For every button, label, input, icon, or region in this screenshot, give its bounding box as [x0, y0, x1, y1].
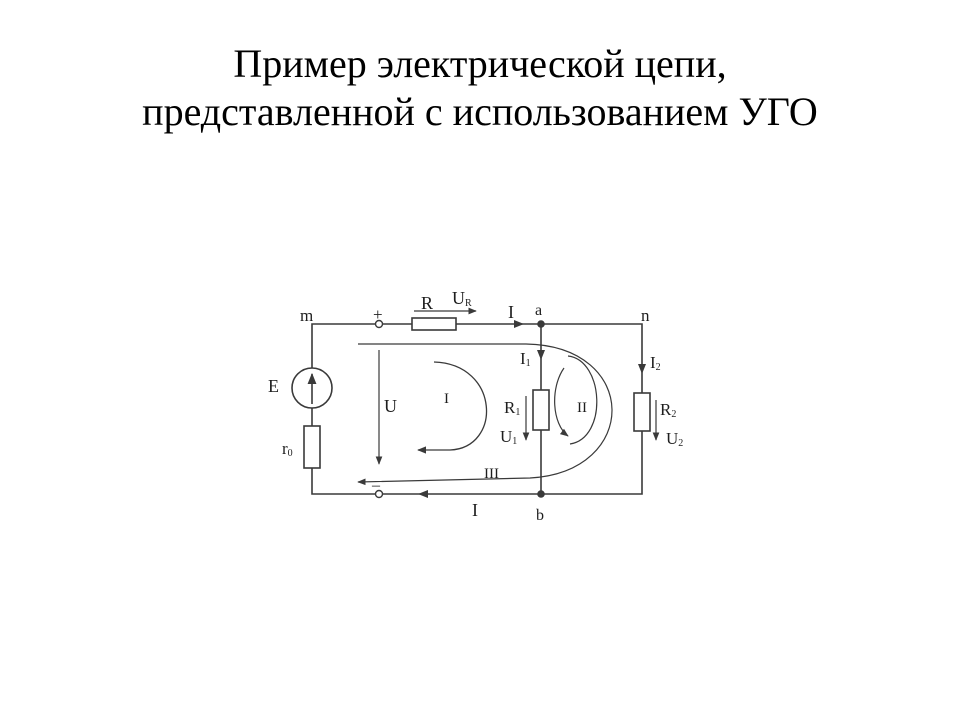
- label-voltage-2: U2: [666, 429, 683, 449]
- label-resistor-r2: R2: [660, 400, 676, 420]
- wires: [311, 323, 643, 495]
- label-voltage-ur: UR: [452, 288, 472, 309]
- resistor-r0: [303, 425, 321, 469]
- label-plus: +: [373, 305, 383, 324]
- label-loop-3: III: [484, 466, 499, 482]
- title-line-2: представленной с использованием УГО: [142, 89, 818, 134]
- label-resistor-r1: R1: [504, 398, 520, 418]
- node-a-dot: [537, 320, 545, 328]
- label-loop-2: II: [577, 400, 587, 416]
- label-current-1: I1: [520, 349, 531, 369]
- label-voltage-1: U1: [500, 427, 517, 447]
- resistor-r1: [532, 389, 550, 431]
- resistor-r2: [633, 392, 651, 432]
- resistor-r: [411, 317, 457, 331]
- loop-1-arrow: [417, 361, 488, 454]
- label-node-a: a: [535, 302, 542, 319]
- label-node-b: b: [536, 507, 544, 522]
- label-voltage-u: U: [384, 396, 397, 416]
- current-2-arrow-head: [638, 364, 646, 374]
- label-loop-1: I: [444, 391, 449, 407]
- loop-3-arrow: [357, 343, 613, 486]
- label-current-top: I: [508, 302, 514, 322]
- current-top-arrow-head: [514, 320, 524, 328]
- wire-top-right: [456, 323, 643, 393]
- current-1-arrow-head: [537, 350, 545, 360]
- label-minus: –: [371, 477, 381, 494]
- label-current-bottom: I: [472, 500, 478, 520]
- terminal-minus: [374, 489, 384, 499]
- wire-left-bottom: [311, 468, 377, 495]
- node-b-dot: [537, 490, 545, 498]
- label-current-2: I2: [650, 353, 661, 373]
- loop-2-arrow-left: [554, 367, 569, 437]
- current-bottom-arrow-head: [418, 490, 428, 498]
- wire-right-bottom: [381, 431, 643, 495]
- label-source-e: E: [268, 376, 279, 396]
- label-node-n: n: [641, 306, 650, 325]
- wire-left: [311, 323, 377, 368]
- loop-2-arrow: [567, 355, 598, 445]
- title-line-1: Пример электрической цепи,: [233, 41, 727, 86]
- slide-title: Пример электрической цепи, представленно…: [0, 40, 960, 136]
- label-resistor-r: R: [421, 293, 433, 313]
- circuit-diagram: m + R UR I a n E r0 U I I1 R1 U1 II I2 R…: [268, 288, 683, 522]
- emf-source: [291, 367, 333, 409]
- label-internal-r0: r0: [282, 439, 293, 459]
- label-node-m: m: [300, 306, 313, 325]
- terminal-plus: [374, 319, 384, 329]
